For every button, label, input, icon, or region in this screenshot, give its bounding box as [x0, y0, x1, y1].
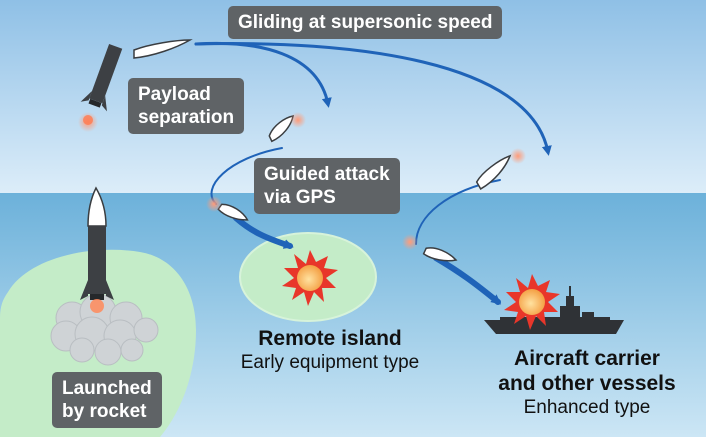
caption-carrier-line1: Aircraft carrier: [514, 347, 660, 370]
trajectory-upper-long: [194, 42, 552, 156]
label-payload-line2: separation: [138, 107, 235, 128]
caption-island-subtitle: Early equipment type: [240, 352, 420, 373]
label-guided-attack: Guided attack via GPS: [254, 158, 400, 214]
trajectory-island-strike: [233, 215, 294, 249]
caption-carrier: Aircraft carrier and other vessels Enhan…: [474, 346, 700, 419]
label-gliding: Gliding at supersonic speed: [228, 6, 503, 39]
rocket-icon: [80, 186, 114, 313]
glide-vehicle-icon: [217, 203, 249, 221]
caption-carrier-subtitle: Enhanced type: [523, 397, 651, 418]
label-gliding-text: Gliding at supersonic speed: [238, 12, 493, 33]
label-guided-line1: Guided attack: [264, 164, 390, 185]
label-payload-separation: Payload separation: [128, 78, 245, 134]
label-payload-line1: Payload: [138, 84, 211, 105]
caption-carrier-line2: and other vessels: [498, 372, 676, 395]
ship-icon: [484, 286, 624, 334]
label-guided-line2: via GPS: [264, 187, 336, 208]
caption-remote-island: Remote island Early equipment type: [212, 326, 448, 374]
label-launched-line2: by rocket: [62, 401, 147, 422]
caption-island-title: Remote island: [258, 327, 402, 350]
label-launched: Launched by rocket: [52, 372, 162, 428]
booster-rocket-icon: [80, 44, 123, 112]
glide-vehicle-icon: [422, 247, 458, 262]
explosion-icon: [504, 274, 560, 330]
label-launched-line1: Launched: [62, 378, 152, 399]
explosion-icon: [282, 250, 338, 306]
glide-vehicle-icon: [133, 39, 193, 59]
trajectory-carrier-strike: [433, 255, 502, 305]
